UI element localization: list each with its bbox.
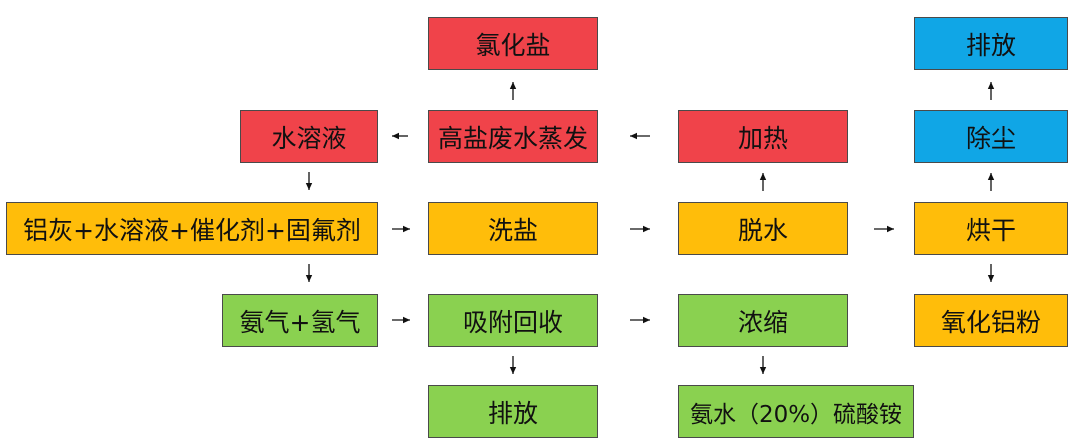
node-chloride-salt: 氯化盐 bbox=[428, 17, 598, 70]
node-dust-removal: 除尘 bbox=[914, 110, 1068, 163]
node-ammonia-water-product: 氨水（20%）硫酸铵 bbox=[678, 385, 914, 438]
node-concentration: 浓缩 bbox=[678, 294, 848, 347]
node-ammonia-hydrogen: 氨气+氢气 bbox=[222, 294, 378, 347]
node-salt-washing: 洗盐 bbox=[428, 202, 598, 255]
node-emission-top: 排放 bbox=[914, 17, 1068, 70]
node-alumina-powder: 氧化铝粉 bbox=[914, 294, 1068, 347]
node-drying: 烘干 bbox=[914, 202, 1068, 255]
node-raw-materials: 铝灰+水溶液+催化剂+固氟剂 bbox=[6, 202, 378, 255]
node-heating: 加热 bbox=[678, 110, 848, 163]
node-adsorption-recovery: 吸附回收 bbox=[428, 294, 598, 347]
node-emission-bottom: 排放 bbox=[428, 385, 598, 438]
node-high-salt-evaporation: 高盐废水蒸发 bbox=[428, 110, 598, 163]
node-dewatering: 脱水 bbox=[678, 202, 848, 255]
node-aqueous-solution: 水溶液 bbox=[240, 110, 378, 163]
